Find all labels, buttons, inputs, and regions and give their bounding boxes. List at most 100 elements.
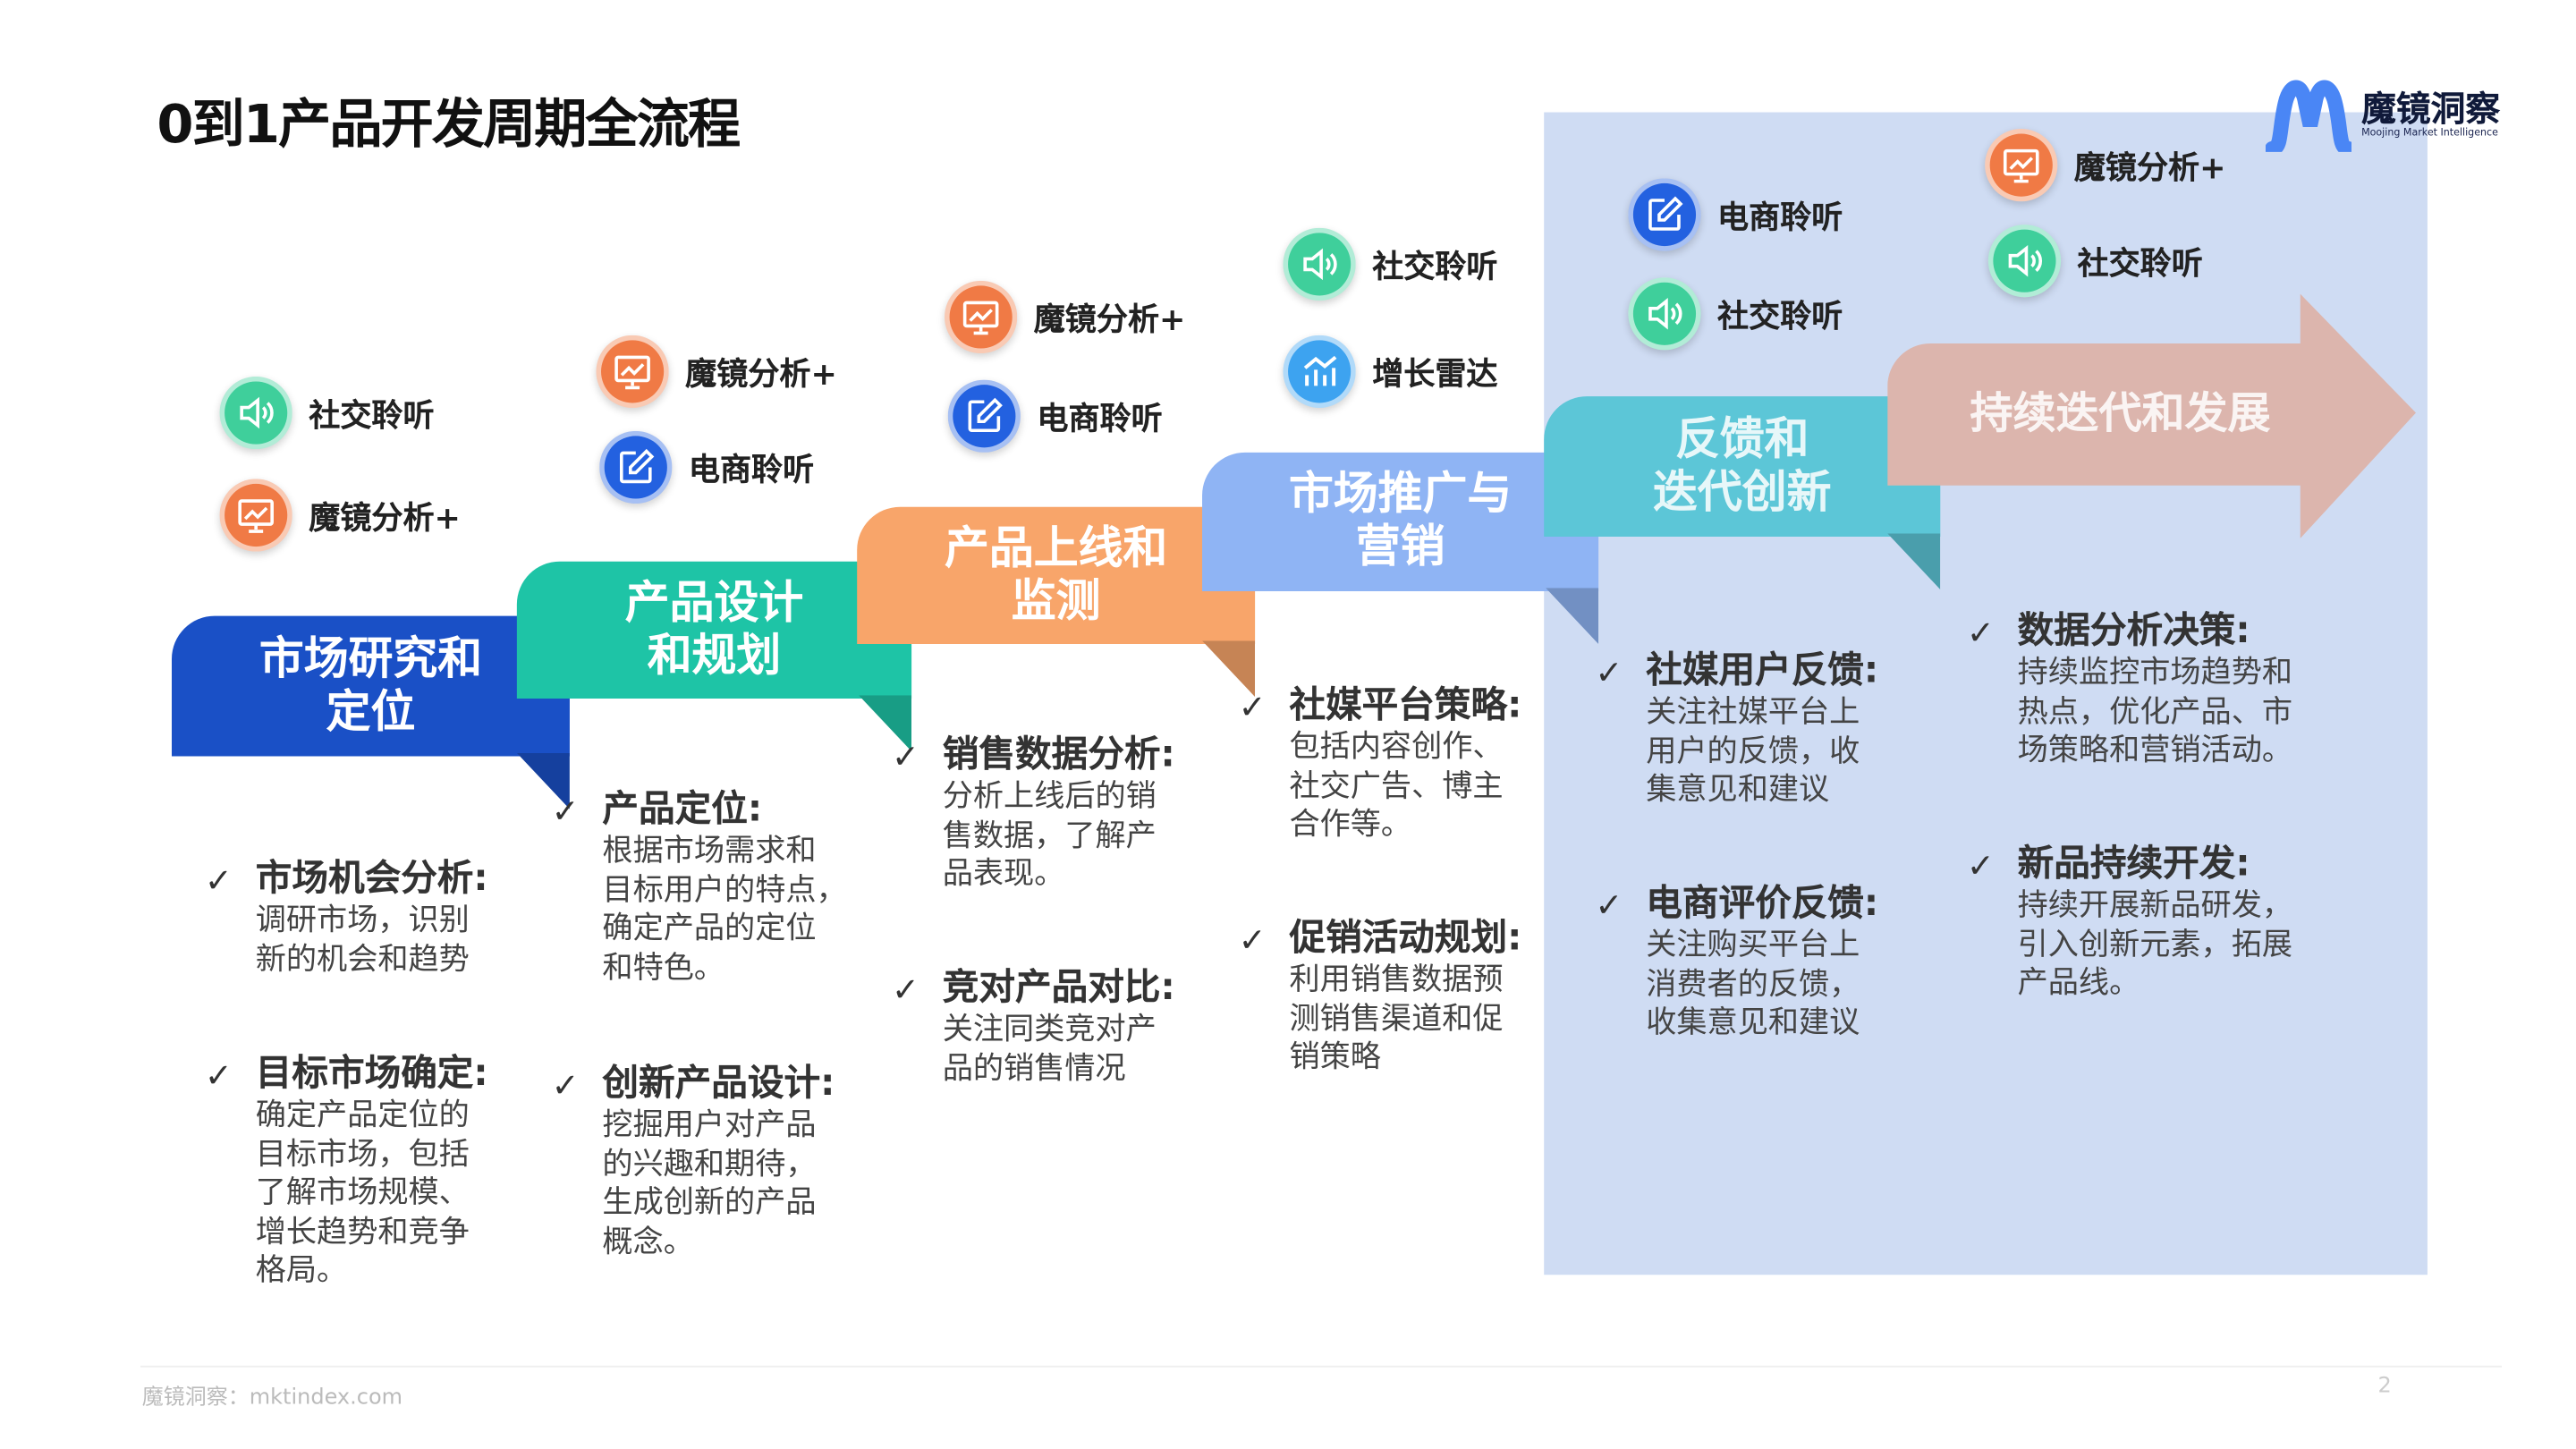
item-body: 利用销售数据预 测销售渠道和促 销策略	[1289, 962, 1504, 1075]
check-icon: ✓	[204, 1055, 233, 1096]
item-heading: 电商评价反馈:	[1646, 883, 1879, 925]
item-body: 关注社媒平台上 用户的反馈，收 集意见和建议	[1646, 695, 1860, 808]
stage-banner-6: 持续迭代和发展	[1899, 343, 2342, 486]
item-heading: 促销活动规划:	[1289, 918, 1522, 960]
check-icon: ✓	[551, 791, 580, 831]
checklist-item: ✓ 促销活动规划:利用销售数据预 测销售渠道和促 销策略	[1239, 918, 1522, 1077]
item-body: 分析上线后的销 售数据，了解产 品表现。	[942, 779, 1157, 892]
check-icon: ✓	[891, 969, 919, 1010]
speaker-icon	[219, 376, 292, 450]
item-heading: 产品定位:	[602, 789, 763, 831]
stage-banner-4: 市场推广与 营销	[1202, 452, 1599, 591]
item-heading: 目标市场确定:	[255, 1053, 488, 1096]
stage-banner-2: 产品设计 和规划	[516, 561, 912, 699]
tool-label: 社交聆听	[309, 397, 435, 434]
checklist-item: ✓ 目标市场确定:确定产品定位的 目标市场，包括 了解市场规模、 增长趋势和竞争 …	[205, 1054, 488, 1291]
tool-analysis-board: 魔镜分析+	[945, 280, 1186, 354]
checklist-item: ✓ 创新产品设计:挖掘用户对产品 的兴趣和期待， 生成创新的产品 概念。	[552, 1063, 835, 1262]
tool-label: 社交聆听	[1372, 248, 1498, 285]
logo-text: 魔镜洞察	[2361, 89, 2501, 130]
checklist-item: ✓ 数据分析决策:持续监控市场趋势和 热点，优化产品、市 场策略和营销活动。	[1967, 611, 2292, 770]
stage-banner-3: 产品上线和 监测	[857, 506, 1256, 645]
tool-label: 魔镜分析+	[2073, 149, 2226, 186]
checklist-item: ✓社媒平台策略:包括内容创作、 社交广告、博主 合作等。	[1239, 685, 1522, 844]
item-body: 调研市场，识别 新的机会和趋势	[255, 902, 470, 978]
checklist-item: ✓ 电商评价反馈:关注购买平台上 消费者的反馈， 收集意见和建议	[1595, 884, 1878, 1043]
checklist-item: ✓ 销售数据分析:分析上线后的销 售数据，了解产 品表现。	[892, 735, 1175, 894]
item-heading: 竞对产品对比:	[942, 967, 1175, 1010]
check-icon: ✓	[1966, 612, 1995, 653]
check-icon: ✓	[891, 736, 919, 776]
item-heading: 数据分析决策:	[2017, 611, 2250, 653]
item-heading: 社媒用户反馈:	[1646, 650, 1879, 692]
item-heading: 市场机会分析:	[255, 859, 488, 901]
tool-analysis-board: 魔镜分析+	[219, 479, 461, 552]
item-body: 挖掘用户对产品 的兴趣和期待， 生成创新的产品 概念。	[602, 1107, 817, 1259]
tool-analysis-board: 魔镜分析+	[1985, 129, 2226, 202]
item-body: 持续开展新品研发， 引入创新元素，拓展 产品线。	[2017, 888, 2293, 1001]
check-icon: ✓	[1238, 687, 1267, 727]
tool-speaker: 社交聆听	[1987, 225, 2203, 298]
tool-edit: 电商聆听	[947, 379, 1163, 453]
item-heading: 创新产品设计:	[602, 1063, 835, 1106]
analysis-board-icon	[1985, 129, 2058, 202]
check-icon: ✓	[1966, 845, 1995, 886]
footer-divider	[140, 1365, 2502, 1368]
speaker-icon	[1283, 227, 1356, 301]
tool-label: 电商聆听	[1037, 400, 1163, 437]
tool-edit: 电商聆听	[1628, 178, 1843, 251]
tool-speaker: 社交聆听	[219, 376, 435, 450]
tool-analysis-board: 魔镜分析+	[596, 335, 837, 409]
item-heading: 新品持续开发:	[2017, 843, 2250, 886]
item-body: 关注同类竞对产 品的销售情况	[942, 1012, 1157, 1086]
check-icon: ✓	[1238, 919, 1267, 960]
tool-label: 电商聆听	[1717, 199, 1843, 236]
tool-speaker: 社交聆听	[1283, 227, 1498, 301]
growth-chart-icon	[1283, 335, 1356, 409]
analysis-board-icon	[219, 479, 292, 552]
stage-label: 持续迭代和发展	[1970, 389, 2271, 440]
checklist-item: ✓ 产品定位:根据市场需求和 目标用户的特点， 确定产品的定位 和特色。	[552, 789, 847, 987]
edit-icon	[947, 379, 1021, 453]
page-number: 2	[2377, 1374, 2392, 1399]
check-icon: ✓	[551, 1064, 580, 1106]
tool-label: 社交聆听	[2077, 245, 2203, 282]
analysis-board-icon	[596, 335, 669, 409]
check-icon: ✓	[1595, 885, 1623, 925]
checklist-item: ✓ 竞对产品对比:关注同类竞对产 品的销售情况	[892, 968, 1175, 1089]
item-body: 关注购买平台上 消费者的反馈， 收集意见和建议	[1646, 928, 1860, 1041]
speaker-icon	[1628, 277, 1701, 351]
logo-m-icon	[2265, 80, 2351, 152]
tool-label: 增长雷达	[1372, 355, 1498, 393]
item-heading: 社媒平台策略:	[1289, 685, 1522, 727]
item-heading: 销售数据分析:	[942, 734, 1175, 776]
tool-label: 魔镜分析+	[309, 499, 461, 537]
stage-banner-5: 反馈和 迭代创新	[1544, 396, 1941, 538]
tool-growth-chart: 增长雷达	[1283, 335, 1498, 409]
footer-source: 魔镜洞察：mktindex.com	[141, 1385, 403, 1411]
stage-label: 反馈和 迭代创新	[1653, 413, 1832, 518]
speaker-icon	[1987, 225, 2062, 298]
checklist-item: ✓ 新品持续开发:持续开展新品研发， 引入创新元素，拓展 产品线。	[1967, 843, 2292, 1003]
item-body: 持续监控市场趋势和 热点，优化产品、市 场策略和营销活动。	[2017, 655, 2293, 768]
page-title: 0到1产品开发周期全流程	[157, 92, 741, 156]
edit-icon	[599, 430, 673, 504]
item-body: 确定产品定位的 目标市场，包括 了解市场规模、 增长趋势和竞争 格局。	[255, 1097, 470, 1289]
stage-label: 产品上线和 监测	[945, 522, 1168, 627]
checklist-item: ✓ 社媒用户反馈:关注社媒平台上 用户的反馈，收 集意见和建议	[1595, 650, 1878, 809]
check-icon: ✓	[204, 860, 233, 901]
tool-label: 魔镜分析+	[685, 355, 837, 393]
edit-icon	[1628, 178, 1701, 251]
logo-subtitle: Moojing Market Intelligence	[2361, 127, 2498, 140]
tool-label: 魔镜分析+	[1033, 301, 1186, 338]
tool-label: 电商聆听	[688, 451, 815, 488]
stage-label: 市场推广与 营销	[1288, 469, 1513, 573]
tool-label: 社交聆听	[1717, 298, 1843, 335]
stage-label: 产品设计 和规划	[624, 577, 804, 682]
checklist-item: ✓ 市场机会分析:调研市场，识别 新的机会和趋势	[205, 859, 488, 979]
analysis-board-icon	[945, 280, 1018, 354]
check-icon: ✓	[1595, 652, 1623, 692]
item-body: 根据市场需求和 目标用户的特点， 确定产品的定位 和特色。	[602, 834, 847, 986]
stage-banner-6-arrow	[1887, 293, 2416, 538]
